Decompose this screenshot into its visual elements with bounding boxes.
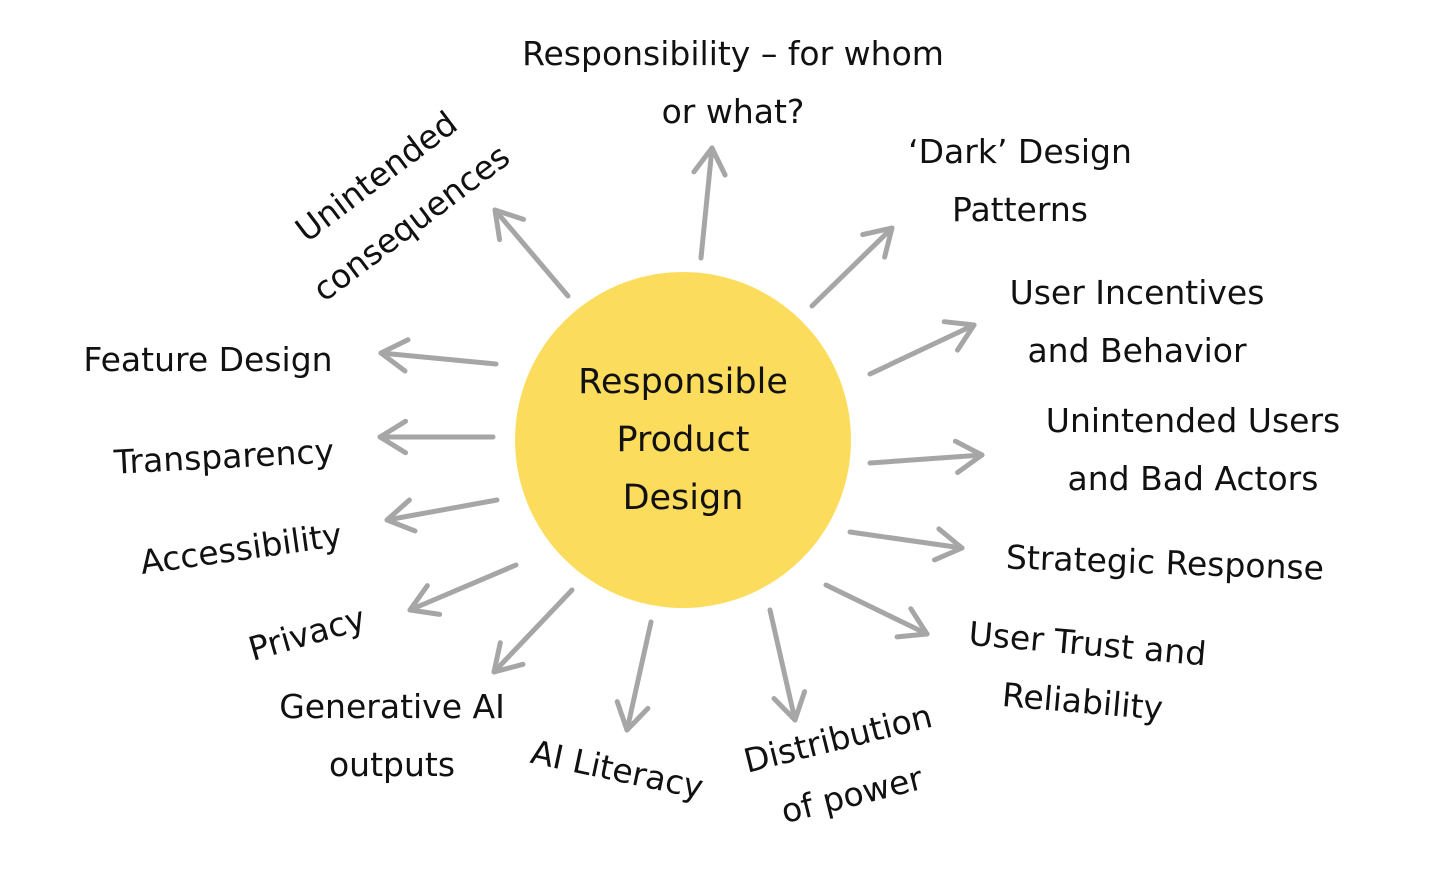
arrow-shaft [624, 619, 654, 733]
arrow-head [691, 145, 728, 178]
center-line-1: Responsible [578, 362, 788, 402]
center-line-3: Design [622, 478, 744, 518]
topic-line: User Incentives [1009, 273, 1265, 312]
topic-line: Generative AI [279, 687, 505, 726]
arrow-generative-ai-outputs [491, 587, 575, 675]
topic-label-generative-ai-outputs: Generative AI outputs [279, 678, 505, 794]
arrow-shaft [809, 225, 895, 309]
topic-label-responsibility: Responsibility – for whom or what? [522, 25, 944, 141]
arrow-shaft [492, 207, 571, 299]
topic-label-transparency: Transparency [113, 422, 336, 491]
topic-line: Patterns [952, 190, 1088, 229]
topic-line: or what? [661, 92, 805, 131]
topic-line: ‘Dark’ Design [908, 132, 1132, 171]
arrow-head [941, 319, 977, 353]
arrow-user-trust [823, 582, 930, 640]
arrow-shaft [407, 562, 519, 613]
arrow-shaft [823, 582, 930, 637]
arrow-head [384, 497, 418, 534]
arrow-head [492, 207, 526, 243]
arrow-shaft [867, 452, 985, 466]
arrow-shaft [767, 607, 798, 723]
arrow-user-incentives [867, 319, 977, 377]
topic-line: Responsibility – for whom [522, 34, 944, 73]
arrow-unintended-consequences [492, 207, 571, 299]
arrow-transparency [377, 418, 496, 456]
center-circle: Responsible Product Design [515, 272, 851, 608]
arrow-shaft [847, 529, 965, 551]
arrow-unintended-users [867, 438, 985, 475]
arrow-privacy [407, 562, 519, 617]
arrow-head [614, 699, 651, 733]
arrow-responsibility [691, 145, 728, 261]
arrow-head [932, 526, 965, 563]
topic-line: Strategic Response [1005, 537, 1325, 588]
arrow-head [771, 689, 808, 723]
arrow-head [378, 337, 411, 374]
topic-label-strategic-response: Strategic Response [1005, 528, 1325, 597]
arrow-head [860, 225, 895, 260]
topic-label-unintended-users: Unintended Users and Bad Actors [1046, 392, 1340, 508]
topic-line: and Behavior [1027, 331, 1247, 370]
arrow-shaft [378, 350, 499, 367]
topic-line: and Bad Actors [1067, 459, 1319, 498]
arrow-shaft [491, 587, 575, 675]
arrow-head [894, 606, 930, 640]
topic-line: outputs [328, 745, 456, 784]
topic-line: Feature Design [83, 340, 333, 379]
arrow-strategic-response [847, 526, 965, 563]
arrow-feature-design [378, 337, 499, 374]
arrow-shaft [867, 322, 977, 377]
topic-label-feature-design: Feature Design [83, 331, 332, 389]
arrow-shaft [384, 497, 500, 523]
arrow-head [952, 438, 985, 475]
arrow-distribution-of-power [767, 607, 808, 723]
arrow-shaft [698, 145, 715, 261]
arrow-head [407, 583, 443, 617]
arrow-head [377, 418, 409, 456]
arrow-head [491, 640, 526, 675]
arrow-ai-literacy [614, 619, 654, 733]
topic-line: Transparency [113, 431, 335, 482]
topic-label-user-incentives: User Incentives and Behavior [1010, 264, 1265, 380]
arrow-accessibility [384, 497, 500, 534]
arrow-dark-design-patterns [809, 225, 895, 309]
center-line-2: Product [616, 420, 750, 460]
topic-line: Unintended Users [1045, 401, 1341, 440]
